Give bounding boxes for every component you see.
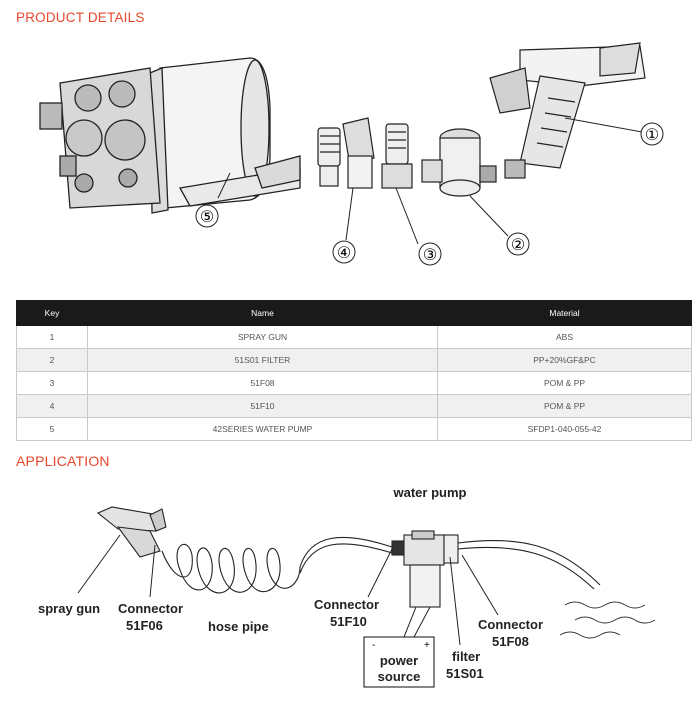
app-water-pump-drawing	[391, 530, 459, 608]
minus-sign: -	[372, 640, 375, 651]
hose-pipe-drawing	[161, 536, 393, 594]
header-material: Material	[437, 300, 692, 326]
table-row: 5 42SERIES WATER PUMP SFDP1-040-055-42	[16, 417, 692, 441]
label-connector-51f10-b: 51F10	[330, 614, 367, 629]
part-number-1: ①	[645, 125, 659, 144]
cell-material: POM & PP	[437, 394, 692, 418]
cell-material: SFDP1-040-055-42	[437, 417, 692, 441]
part-number-4: ④	[337, 243, 351, 262]
label-hose-pipe: hose pipe	[208, 619, 269, 634]
header-name: Name	[87, 300, 438, 326]
table-row: 3 51F08 POM & PP	[16, 371, 692, 395]
part-number-2: ②	[511, 235, 525, 254]
cell-name: 51S01 FILTER	[87, 348, 438, 372]
label-spray-gun: spray gun	[38, 601, 100, 616]
label-connector-51f08-b: 51F08	[492, 634, 529, 649]
label-51s01: 51S01	[446, 666, 484, 681]
cell-key: 2	[16, 348, 88, 372]
cell-material: POM & PP	[437, 371, 692, 395]
cell-material: ABS	[437, 325, 692, 349]
cell-key: 1	[16, 325, 88, 349]
part-number-5: ⑤	[200, 207, 214, 226]
product-details-heading: PRODUCT DETAILS	[16, 10, 145, 25]
cell-material: PP+20%GF&PC	[437, 348, 692, 372]
power-source-box	[363, 636, 435, 688]
table-row: 4 51F10 POM & PP	[16, 394, 692, 418]
label-source: source	[378, 669, 421, 684]
cell-key: 4	[16, 394, 88, 418]
cell-name: 51F08	[87, 371, 438, 395]
application-diagram: - + power source water pump spray gun Co…	[38, 485, 656, 688]
connector-51f10-drawing	[317, 117, 375, 189]
cell-key: 5	[16, 417, 88, 441]
label-connector-51f06-b: 51F06	[126, 618, 163, 633]
label-filter: filter	[452, 649, 480, 664]
application-heading: APPLICATION	[16, 453, 110, 469]
parts-table: Key Name Material 1 SPRAY GUN ABS 2 51S0…	[16, 300, 692, 441]
label-water-pump: water pump	[393, 485, 467, 500]
label-connector-51f08-a: Connector	[478, 617, 543, 632]
cell-key: 3	[16, 371, 88, 395]
water-waves-drawing	[559, 601, 656, 639]
table-header-row: Key Name Material	[16, 300, 692, 326]
label-connector-51f10-a: Connector	[314, 597, 379, 612]
header-key: Key	[16, 300, 88, 326]
table-row: 1 SPRAY GUN ABS	[16, 325, 692, 349]
app-spray-gun-drawing	[96, 506, 167, 558]
cell-name: 42SERIES WATER PUMP	[87, 417, 438, 441]
filter-51s01-drawing	[421, 128, 497, 197]
connector-51f08-drawing	[381, 123, 413, 189]
label-power: power	[380, 653, 418, 668]
cell-name: SPRAY GUN	[87, 325, 438, 349]
part-number-3: ③	[423, 245, 437, 264]
spray-gun-drawing	[489, 42, 646, 179]
product-illustration: ⑤ ④ ③ ②	[39, 42, 664, 266]
water-pump-drawing	[39, 57, 301, 214]
plus-sign: +	[424, 640, 430, 651]
table-row: 2 51S01 FILTER PP+20%GF&PC	[16, 348, 692, 372]
label-connector-51f06-a: Connector	[118, 601, 183, 616]
cell-name: 51F10	[87, 394, 438, 418]
